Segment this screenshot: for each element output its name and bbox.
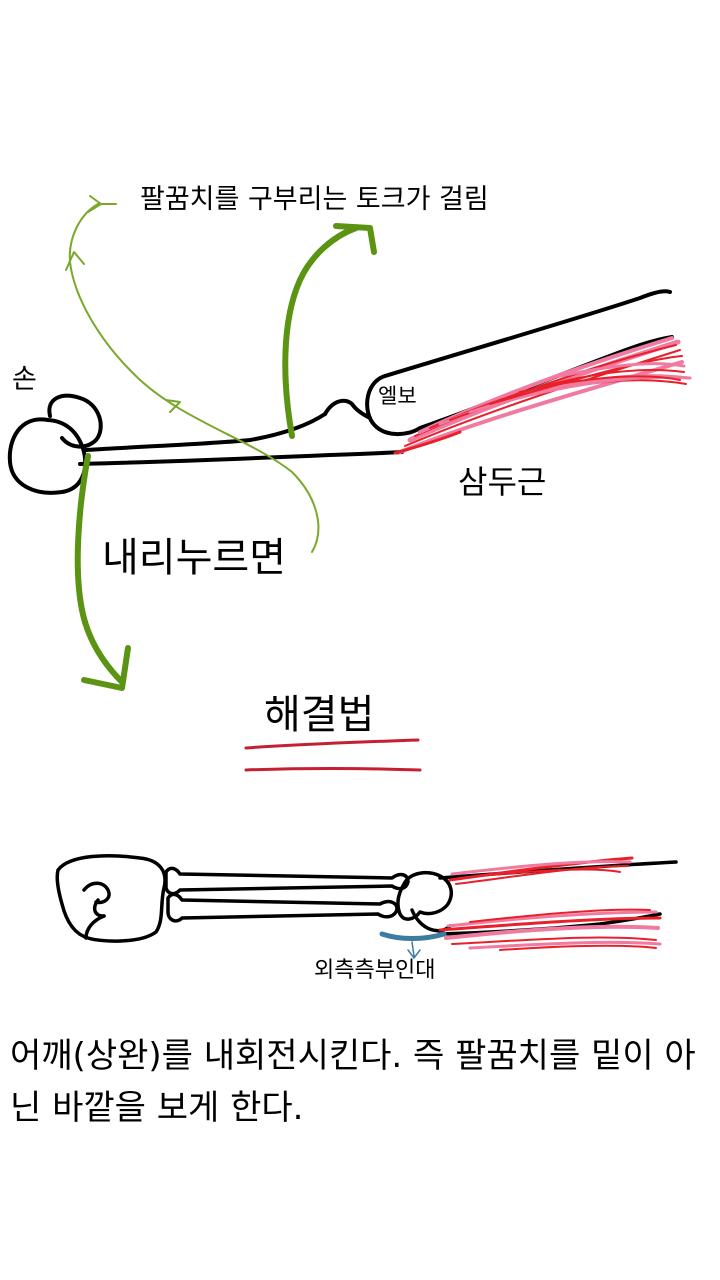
elbow-bump: [323, 398, 372, 420]
thumb-outline: [47, 393, 103, 449]
elbow-label: 엘보: [378, 384, 417, 408]
hand-label: 손: [12, 364, 37, 395]
bottom-muscles: [438, 856, 662, 951]
solution-underlines: [244, 738, 422, 772]
triceps-label: 삼두근: [458, 463, 547, 501]
forearm-bottom-line: [78, 450, 404, 466]
ligament-mark: [379, 931, 447, 960]
top-arm-sketch: [7, 289, 674, 495]
explanation-text: 어깨(상완)를 내회전시킨다. 즉 팔꿈치를 밑이 아닌 바깥을 보게 한다.: [10, 1036, 696, 1128]
elbow-joint: [396, 870, 454, 921]
fist-outline: [7, 417, 88, 495]
solution-heading: 해결법: [264, 692, 375, 738]
ulna-bone: [166, 892, 399, 923]
radius-bone: [164, 866, 410, 896]
ligament-label: 외측측부인대: [314, 958, 436, 983]
fist-outline-bottom: [55, 854, 167, 943]
upper-arm-top-line: [383, 289, 672, 378]
down-arrow: [74, 453, 131, 691]
up-arrow: [282, 223, 377, 439]
torque-note-arrow: [65, 195, 320, 553]
torque-note: 팔꿈치를 구부리는 토크가 걸림: [140, 184, 489, 215]
triceps-muscle: [393, 336, 692, 455]
elbow-oval: [365, 374, 422, 436]
press-down-label: 내리누르면: [102, 535, 286, 581]
